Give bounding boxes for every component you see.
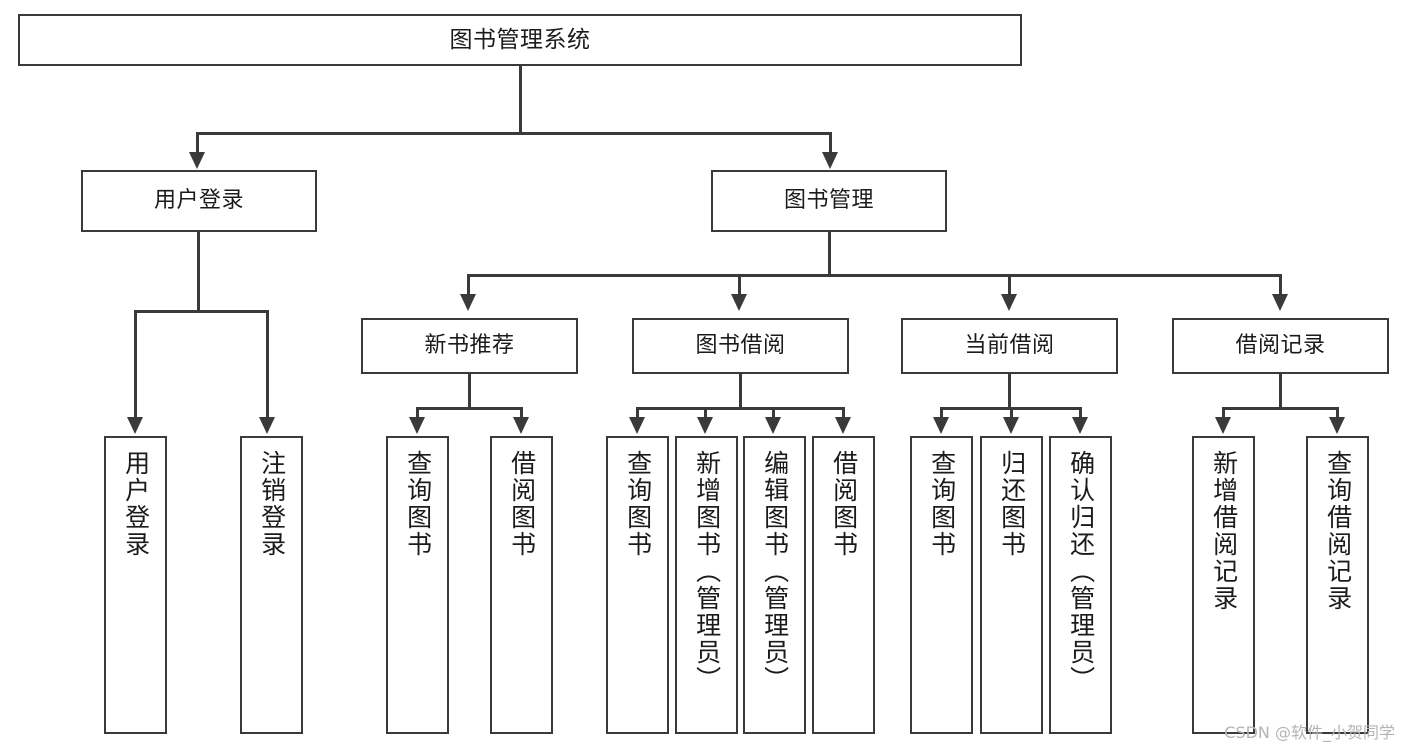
node-leaf-bb-borrow-book[interactable]: 借阅图书 [812, 436, 875, 734]
node-label: 图书借阅 [695, 332, 786, 358]
node-label: 确认归还（管理员） [1066, 450, 1096, 693]
arrow-bb-add [697, 417, 713, 434]
node-label: 编辑图书（管理员） [760, 450, 790, 693]
node-root-system[interactable]: 图书管理系统 [18, 14, 1022, 66]
node-book-management[interactable]: 图书管理 [711, 170, 947, 232]
connector-drop-nb-borrow [520, 407, 523, 419]
arrow-nb-borrow [513, 417, 529, 434]
connector-drop-new-book [467, 274, 470, 296]
node-label: 查询图书 [623, 450, 653, 558]
connector-drop-bb-borrow [842, 407, 845, 419]
connector-new-book-stem [468, 374, 471, 407]
arrow-cb-return [1003, 417, 1019, 434]
arrow-current-borrow [1001, 294, 1017, 311]
arrow-borrow-record [1272, 294, 1288, 311]
arrow-bb-borrow [835, 417, 851, 434]
node-label: 归还图书 [997, 450, 1027, 558]
arrow-user-login [189, 152, 205, 169]
connector-new-book-bar [416, 407, 523, 410]
node-label: 新书推荐 [424, 332, 515, 358]
watermark: CSDN @软件_小贺同学 [1224, 723, 1395, 742]
node-leaf-user-login[interactable]: 用户登录 [104, 436, 167, 734]
connector-drop-bb-query [636, 407, 639, 419]
arrow-book-mgmt [822, 152, 838, 169]
arrow-bb-query [629, 417, 645, 434]
node-label: 借阅图书 [507, 450, 537, 558]
node-leaf-br-add-record[interactable]: 新增借阅记录 [1192, 436, 1255, 734]
node-label: 新增借阅记录 [1209, 450, 1239, 612]
arrow-cb-confirm [1072, 417, 1088, 434]
connector-borrow-record-bar [1222, 407, 1339, 410]
connector-drop-cb-return [1010, 407, 1013, 419]
arrow-new-book [460, 294, 476, 311]
connector-book-mgmt-stem [828, 232, 831, 274]
connector-drop-leaf-logout [266, 310, 269, 419]
node-leaf-nb-borrow-book[interactable]: 借阅图书 [490, 436, 553, 734]
connector-drop-book-borrow [738, 274, 741, 296]
connector-drop-leaf-user-login [134, 310, 137, 419]
connector-drop-bb-edit [772, 407, 775, 419]
arrow-book-borrow [731, 294, 747, 311]
node-label: 借阅图书 [829, 450, 859, 558]
node-user-login[interactable]: 用户登录 [81, 170, 317, 232]
node-current-borrow[interactable]: 当前借阅 [901, 318, 1118, 374]
node-leaf-cb-query-book[interactable]: 查询图书 [910, 436, 973, 734]
arrow-br-add [1215, 417, 1231, 434]
connector-user-login-stem [197, 232, 200, 310]
connector-drop-nb-query [416, 407, 419, 419]
node-label: 用户登录 [153, 187, 244, 213]
arrow-bb-edit [765, 417, 781, 434]
connector-book-borrow-stem [739, 374, 742, 407]
node-borrow-record[interactable]: 借阅记录 [1172, 318, 1389, 374]
node-leaf-cb-confirm-return[interactable]: 确认归还（管理员） [1049, 436, 1112, 734]
node-leaf-bb-edit-book[interactable]: 编辑图书（管理员） [743, 436, 806, 734]
connector-drop-user-login [196, 132, 199, 154]
node-label: 当前借阅 [964, 332, 1055, 358]
connector-drop-current-borrow [1008, 274, 1011, 296]
node-label: 查询图书 [927, 450, 957, 558]
node-label: 用户登录 [121, 450, 151, 558]
arrow-br-query [1329, 417, 1345, 434]
node-label: 图书管理 [783, 187, 874, 213]
node-book-borrow[interactable]: 图书借阅 [632, 318, 849, 374]
node-leaf-logout[interactable]: 注销登录 [240, 436, 303, 734]
connector-book-borrow-bar [636, 407, 845, 410]
connector-drop-bb-add [704, 407, 707, 419]
connector-user-login-bar [134, 310, 269, 313]
arrow-cb-query [933, 417, 949, 434]
node-new-book-recommend[interactable]: 新书推荐 [361, 318, 578, 374]
node-leaf-bb-query-book[interactable]: 查询图书 [606, 436, 669, 734]
connector-book-mgmt-bar [467, 274, 1282, 277]
connector-drop-cb-query [940, 407, 943, 419]
node-leaf-cb-return-book[interactable]: 归还图书 [980, 436, 1043, 734]
connector-root-stem [519, 66, 522, 132]
node-leaf-bb-add-book[interactable]: 新增图书（管理员） [675, 436, 738, 734]
connector-drop-book-mgmt [829, 132, 832, 154]
connector-drop-cb-confirm [1079, 407, 1082, 419]
arrow-nb-query [409, 417, 425, 434]
node-label: 图书管理系统 [449, 26, 591, 53]
connector-drop-borrow-record [1279, 274, 1282, 296]
node-label: 查询借阅记录 [1323, 450, 1353, 612]
node-leaf-nb-query-book[interactable]: 查询图书 [386, 436, 449, 734]
node-label: 新增图书（管理员） [692, 450, 722, 693]
connector-drop-br-query [1336, 407, 1339, 419]
node-leaf-br-query-record[interactable]: 查询借阅记录 [1306, 436, 1369, 734]
node-label: 查询图书 [403, 450, 433, 558]
connector-current-borrow-stem [1008, 374, 1011, 407]
node-label: 借阅记录 [1235, 332, 1326, 358]
connector-borrow-record-stem [1279, 374, 1282, 407]
connector-root-bar [196, 132, 832, 135]
arrow-leaf-logout [259, 417, 275, 434]
node-label: 注销登录 [257, 450, 287, 558]
arrow-leaf-user-login [127, 417, 143, 434]
connector-drop-br-add [1222, 407, 1225, 419]
